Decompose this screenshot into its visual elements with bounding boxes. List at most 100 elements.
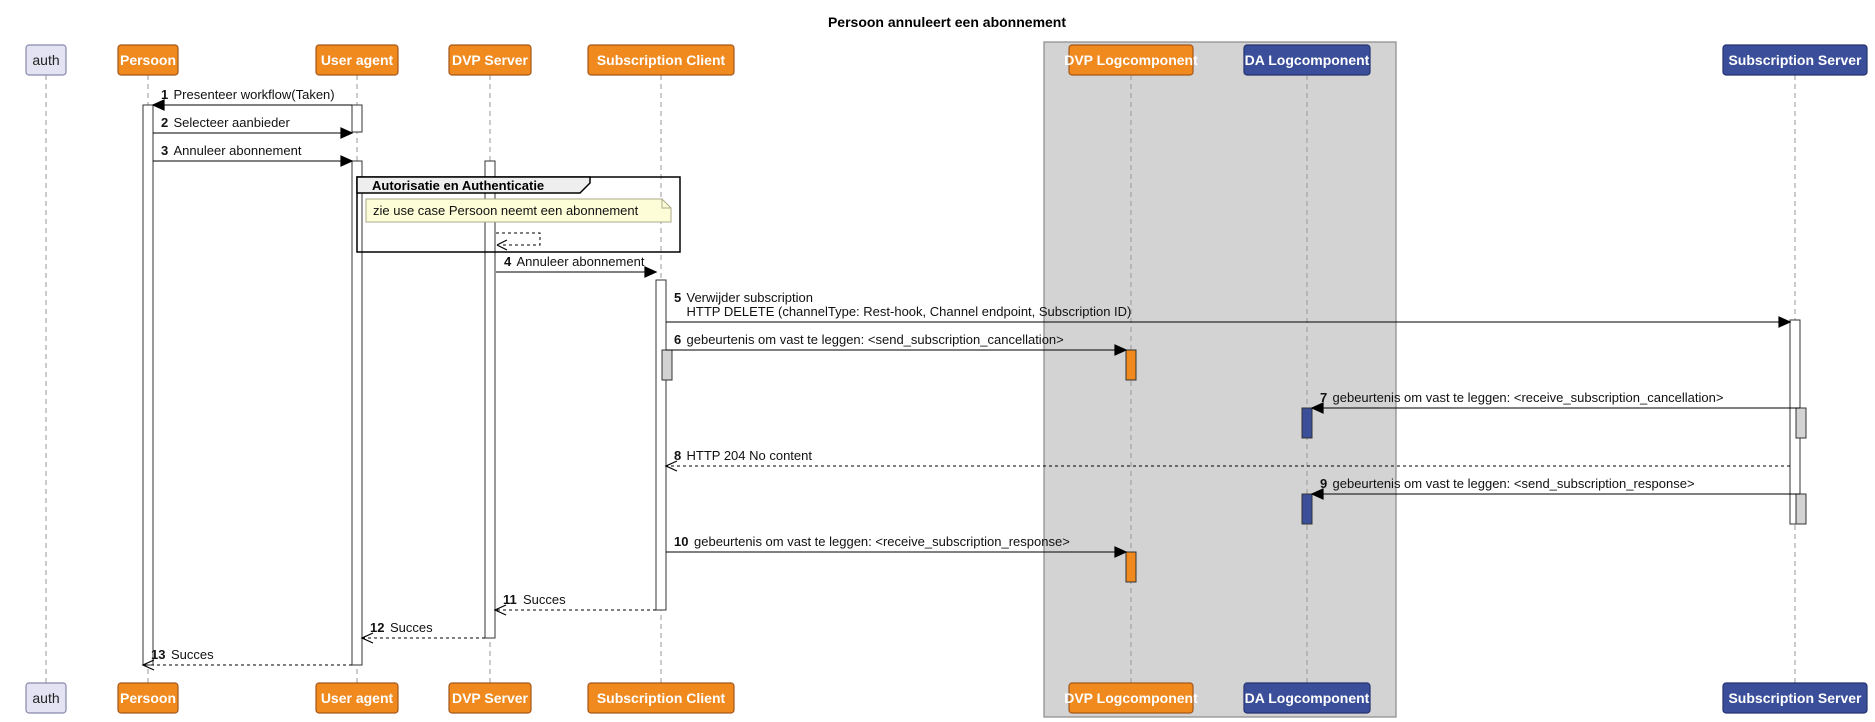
diagram-title: Persoon annuleert een abonnement xyxy=(828,14,1066,30)
participant-label-dvplog-head: DVP Logcomponent xyxy=(1064,52,1198,68)
participant-persoon-head xyxy=(117,44,179,76)
self-message-line xyxy=(496,232,541,246)
message-7-number: 7 xyxy=(1320,390,1327,405)
participant-auth-head xyxy=(25,44,67,76)
logcomponent-group-box xyxy=(1043,41,1397,718)
message-12-arrowhead xyxy=(360,632,374,644)
message-3-arrowhead xyxy=(340,155,354,167)
act-persoon xyxy=(142,104,154,666)
message-4-arrowhead xyxy=(644,266,658,278)
participant-dvp-foot xyxy=(448,682,532,714)
message-1-text-1: Presenteer workflow(Taken) xyxy=(174,87,335,102)
participant-label-ss-foot: Subscription Server xyxy=(1728,690,1862,706)
message-1-number: 1 xyxy=(161,87,168,102)
message-2: 2 Selecteer aanbieder xyxy=(153,115,354,139)
participant-label-sc-head: Subscription Client xyxy=(597,52,726,68)
participant-label-persoon-foot: Persoon xyxy=(120,690,176,706)
participant-label-persoon-head: Persoon xyxy=(120,52,176,68)
act-dvplog-1 xyxy=(1125,349,1137,381)
message-8-text-1: HTTP 204 No content xyxy=(687,448,813,463)
message-2-number: 2 xyxy=(161,115,168,130)
message-1: 1 Presenteer workflow(Taken) xyxy=(151,87,352,111)
message-9-text-1: gebeurtenis om vast te leggen: <send_sub… xyxy=(1333,476,1695,491)
message-13-number: 13 xyxy=(151,647,165,662)
participant-ss-head xyxy=(1722,44,1868,76)
act-sc-nested xyxy=(661,349,673,381)
message-7-text-1: gebeurtenis om vast te leggen: <receive_… xyxy=(1333,390,1724,405)
act-ss-nested-1 xyxy=(1795,407,1807,439)
participant-dalog-head xyxy=(1243,44,1371,76)
participant-label-ua-head: User agent xyxy=(321,52,394,68)
group-frame-label: Autorisatie en Authenticatie xyxy=(372,178,544,193)
participant-label-dvp-head: DVP Server xyxy=(452,52,529,68)
message-7: 7 gebeurtenis om vast te leggen: <receive… xyxy=(1310,390,1800,414)
group-frame-tab xyxy=(356,176,591,194)
participant-label-dvp-foot: DVP Server xyxy=(452,690,529,706)
message-5-text-1: Verwijder subscription xyxy=(687,290,813,305)
message-9: 9 gebeurtenis om vast te leggen: <send_su… xyxy=(1310,476,1800,500)
participant-ua-head xyxy=(315,44,399,76)
message-9-arrowhead xyxy=(1310,488,1324,500)
act-dvplog-2 xyxy=(1125,551,1137,583)
participant-label-dvplog-foot: DVP Logcomponent xyxy=(1064,690,1198,706)
note-text: zie use case Persoon neemt een abonnemen… xyxy=(373,203,639,218)
participant-label-sc-foot: Subscription Client xyxy=(597,690,726,706)
participant-label-ua-foot: User agent xyxy=(321,690,394,706)
message-5-arrowhead xyxy=(1778,316,1792,328)
message-11-arrowhead xyxy=(493,604,507,616)
message-4-text-1: Annuleer abonnement xyxy=(517,254,645,269)
message-12-number: 12 xyxy=(370,620,384,635)
message-7-arrowhead xyxy=(1310,402,1324,414)
message-8: 8 HTTP 204 No content xyxy=(664,448,1790,472)
message-9-number: 9 xyxy=(1320,476,1327,491)
message-12-text-1: Succes xyxy=(390,620,433,635)
message-6-number: 6 xyxy=(674,332,681,347)
message-13-arrowhead xyxy=(141,659,155,671)
message-13-text-1: Succes xyxy=(171,647,214,662)
self-message-arrowhead xyxy=(496,239,508,251)
message-11-number: 11 xyxy=(503,592,517,607)
act-ss-nested-2 xyxy=(1795,493,1807,525)
message-10-text-1: gebeurtenis om vast te leggen: <receive_… xyxy=(694,534,1070,549)
participant-dvp-head xyxy=(448,44,532,76)
act-dalog-2 xyxy=(1301,493,1313,525)
participant-ss-foot xyxy=(1722,682,1868,714)
message-3-number: 3 xyxy=(161,143,168,158)
note-box xyxy=(365,198,672,223)
message-5-text-2: HTTP DELETE (channelType: Rest-hook, Cha… xyxy=(687,304,1132,319)
messages: 1 Presenteer workflow(Taken) 2 Selecteer aa… xyxy=(141,87,1800,671)
participant-label-auth-foot: auth xyxy=(32,690,59,706)
participant-persoon-foot xyxy=(117,682,179,714)
message-2-text-1: Selecteer aanbieder xyxy=(174,115,291,130)
act-dalog-1 xyxy=(1301,407,1313,439)
participant-dvplog-head xyxy=(1068,44,1194,76)
participant-ua-foot xyxy=(315,682,399,714)
message-10-arrowhead xyxy=(1114,546,1128,558)
participant-auth-foot xyxy=(25,682,67,714)
act-dvp xyxy=(484,160,496,639)
group-frame: Autorisatie en Authenticatie zie use case… xyxy=(356,176,681,253)
note-fold xyxy=(661,199,671,209)
logcomponent-box xyxy=(1043,41,1397,718)
message-13: 13 Succes xyxy=(141,647,352,671)
message-8-arrowhead xyxy=(664,460,678,472)
participant-sc-head xyxy=(587,44,735,76)
message-3: 3 Annuleer abonnement xyxy=(153,143,354,167)
message-1-arrowhead xyxy=(151,99,165,111)
message-8-number: 8 xyxy=(674,448,681,463)
act-sc xyxy=(655,279,667,611)
message-10-number: 10 xyxy=(674,534,688,549)
participant-label-dalog-head: DA Logcomponent xyxy=(1245,52,1370,68)
participant-dvplog-foot xyxy=(1068,682,1194,714)
message-2-arrowhead xyxy=(340,127,354,139)
participant-label-ss-head: Subscription Server xyxy=(1728,52,1862,68)
lifelines xyxy=(45,75,1796,683)
participant-sc-foot xyxy=(587,682,735,714)
message-3-text-1: Annuleer abonnement xyxy=(174,143,302,158)
